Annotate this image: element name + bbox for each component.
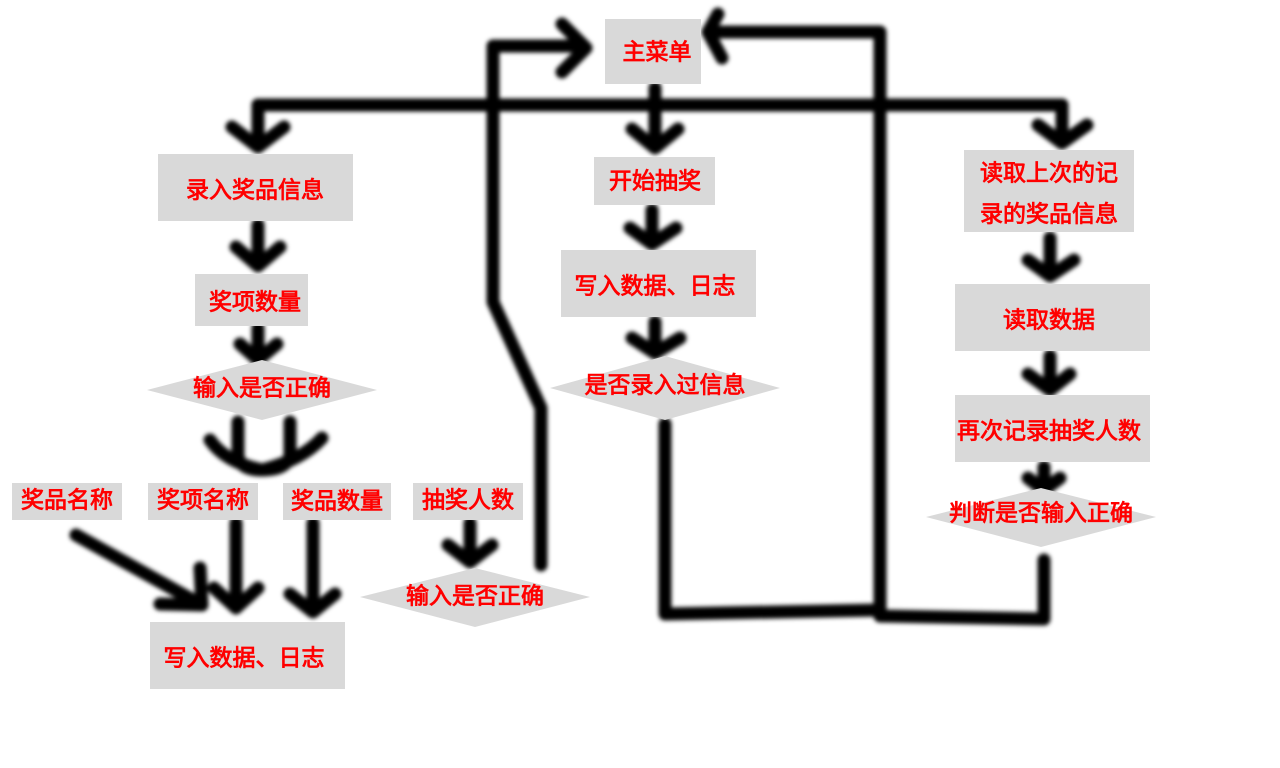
arrowhead-record xyxy=(1021,367,1077,397)
node-prize-quantity-label: 奖品数量 xyxy=(291,488,383,515)
node-draw-people-count: 抽奖人数 xyxy=(413,483,523,520)
arrowhead-enter-prize xyxy=(225,120,291,154)
decision-check-input-1-label: 输入是否正确 xyxy=(193,375,331,402)
arrowhead-write2 xyxy=(623,221,683,251)
node-item-name: 奖项名称 xyxy=(148,483,258,520)
node-item-name-label: 奖项名称 xyxy=(157,487,249,514)
arrowhead-count xyxy=(229,240,287,273)
arrowhead-item-name xyxy=(207,581,265,615)
node-prize-name: 奖品名称 xyxy=(12,483,122,520)
decision-info-entered-label: 是否录入过信息 xyxy=(585,372,746,399)
decision-info-entered: 是否录入过信息 xyxy=(550,356,780,420)
arrowhead-check-info xyxy=(625,331,687,360)
node-write-data-log-1: 写入数据、日志 xyxy=(150,622,345,689)
node-read-last-info-line1: 读取上次的记 xyxy=(980,160,1118,187)
node-start-draw-label: 开始抽奖 xyxy=(609,168,701,195)
node-read-data: 读取数据 xyxy=(955,284,1150,351)
node-main-menu-label: 主菜单 xyxy=(623,39,692,66)
node-prize-quantity: 奖品数量 xyxy=(283,483,391,520)
node-prize-item-count: 奖项数量 xyxy=(195,274,308,326)
node-record-draw-count-again: 再次记录抽奖人数 xyxy=(955,395,1150,462)
arrowhead-check2 xyxy=(441,538,499,569)
decision-judge-input-correct-label: 判断是否输入正确 xyxy=(949,500,1133,527)
arrowhead-check1 xyxy=(233,337,284,367)
node-prize-name-label: 奖品名称 xyxy=(21,487,113,514)
arrowhead-read-last xyxy=(1031,118,1094,150)
node-record-draw-count-again-label: 再次记录抽奖人数 xyxy=(957,418,1142,445)
connector-info-check-return xyxy=(658,417,887,621)
node-read-data-label: 读取数据 xyxy=(1003,307,1095,334)
connector-check2-return-to-menu xyxy=(486,39,587,572)
node-write-data-log-1-label: 写入数据、日志 xyxy=(164,645,325,672)
node-write-data-log-2-label: 写入数据、日志 xyxy=(575,273,736,300)
arrowhead-quantity xyxy=(283,587,342,619)
arrowhead-start-draw xyxy=(625,122,685,155)
arrowhead-prize-name xyxy=(153,561,209,612)
node-read-last-info: 读取上次的记 录的奖品信息 xyxy=(964,150,1134,232)
connector-prize-name-to-write xyxy=(69,528,207,611)
decision-check-input-2-label: 输入是否正确 xyxy=(406,583,544,610)
node-draw-people-count-label: 抽奖人数 xyxy=(422,487,515,514)
decision-check-input-1: 输入是否正确 xyxy=(147,360,377,420)
node-start-draw: 开始抽奖 xyxy=(594,157,715,205)
arrowhead-main-menu-left xyxy=(555,17,593,79)
connector-split-flare xyxy=(203,431,329,477)
decision-judge-input-correct: 判断是否输入正确 xyxy=(926,488,1156,547)
connector-judge-return xyxy=(873,553,1051,626)
node-enter-prize-info-label: 录入奖品信息 xyxy=(186,177,324,204)
arrowhead-main-menu-right xyxy=(701,7,729,65)
node-prize-item-count-label: 奖项数量 xyxy=(209,289,301,316)
arrowhead-read-data xyxy=(1021,253,1081,283)
connector-right-return-vertical xyxy=(705,25,887,621)
node-enter-prize-info: 录入奖品信息 xyxy=(158,154,353,221)
node-read-last-info-line2: 录的奖品信息 xyxy=(980,201,1118,228)
node-write-data-log-2: 写入数据、日志 xyxy=(561,250,756,317)
node-main-menu: 主菜单 xyxy=(605,19,701,84)
connector-lines xyxy=(69,7,1094,626)
decision-check-input-2: 输入是否正确 xyxy=(360,568,590,627)
